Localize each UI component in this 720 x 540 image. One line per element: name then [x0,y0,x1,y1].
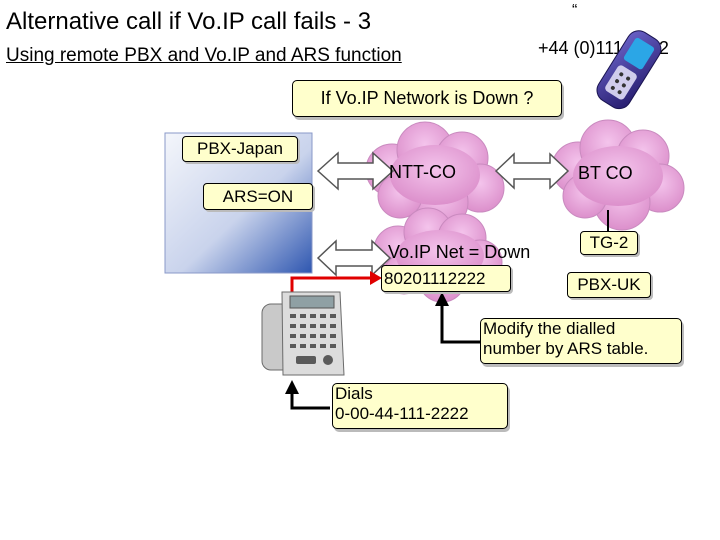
ars-status-label: ARS=ON [203,183,313,210]
dials-note-callout: Dials 0-00-44-111-2222 [332,383,508,429]
pbx-voip-double-arrow [316,239,392,277]
desk-phone-icon [261,291,345,376]
dials-connector [290,392,330,410]
pbx-uk-label: PBX-UK [567,272,651,298]
voip-net-label: Vo.IP Net = Down [388,242,531,262]
dialled-number-box: 80201112222 [381,265,511,292]
ntt-co-label: NTT-CO [389,162,456,182]
dials-note-line-2: 0-00-44-111-2222 [335,404,469,423]
pbx-ntt-double-arrow [316,151,395,191]
dials-note-line-1: Dials [335,384,373,403]
page-title: Alternative call if Vo.IP call fails - 3 [6,8,372,35]
modify-note-line-1: Modify the dialled [483,319,616,338]
modify-connector [440,304,482,344]
modify-note-callout: Modify the dialled number by ARS table. [480,318,682,364]
bt-co-label: BT CO [578,163,633,183]
tg-label: TG-2 [580,231,638,255]
dial-path-red [290,276,372,292]
pbx-japan-label: PBX-Japan [182,136,298,162]
dials-arrowhead [285,380,299,394]
dial-path-arrowhead [370,271,382,285]
ntt-bt-double-arrow [494,152,570,190]
quote-mark: “ [572,2,578,19]
modify-note-line-2: number by ARS table. [483,339,649,358]
page-subtitle: Using remote PBX and Vo.IP and ARS funct… [6,45,402,66]
modify-arrowhead [435,292,449,306]
mobile-phone-icon [596,30,662,110]
bt-co-cloud [551,119,685,231]
voip-down-question: If Vo.IP Network is Down ? [292,80,562,117]
